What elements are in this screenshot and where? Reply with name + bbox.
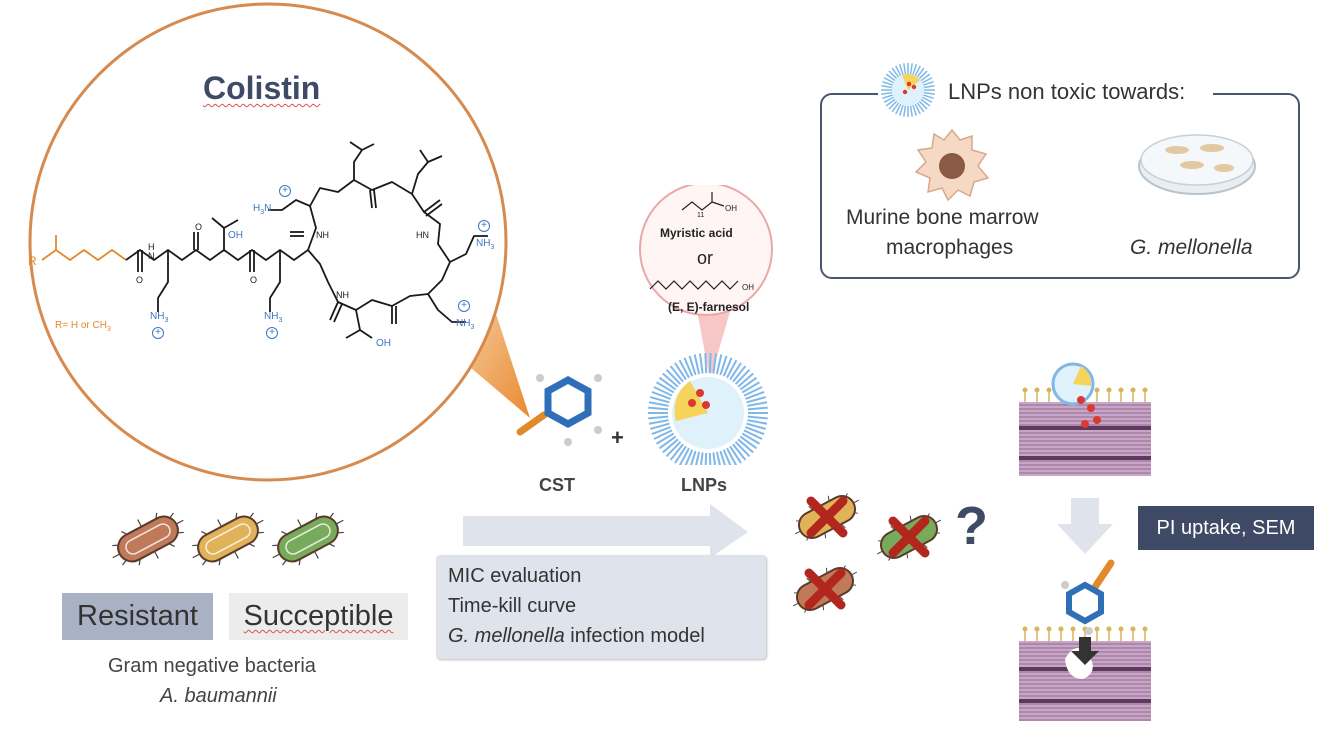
question-mark: ?	[955, 496, 988, 556]
bacterium	[192, 512, 264, 566]
r-note: R= H or CH3	[55, 320, 111, 333]
oh-label-bottom: OH	[376, 338, 391, 349]
colistin-title: Colistin	[203, 70, 321, 106]
farnesol-structure	[649, 280, 739, 290]
toxicity-title-bg	[878, 80, 1213, 110]
susceptible-label-box: Succeptible	[229, 593, 408, 640]
cst-molecule	[516, 374, 602, 446]
n-label-1: N	[148, 251, 155, 261]
nh3-label-1: NH3	[150, 311, 169, 324]
membrane-bottom	[1019, 559, 1151, 721]
r-label: R	[28, 254, 37, 268]
farnesol-label: (E, E)-farnesol	[668, 300, 750, 314]
lnp-small-icon	[881, 63, 935, 117]
susceptible-label: Succeptible	[243, 600, 394, 632]
nh3-label-2: NH3	[264, 311, 283, 324]
nh3-label-4: NH3	[456, 318, 475, 331]
farnesol-oh: OH	[742, 283, 754, 292]
oh-label-top: OH	[228, 230, 243, 241]
h-label-1: H	[148, 242, 155, 252]
down-arrow	[1057, 498, 1113, 554]
plus-charge-2: +	[152, 327, 164, 339]
macrophage-label-2: macrophages	[886, 236, 1014, 259]
evaluation-line-timekill: Time-kill curve	[448, 595, 577, 617]
hn-label-1: HN	[416, 230, 429, 240]
bacteria-group	[112, 512, 344, 566]
toxicity-title: LNPs non toxic towards:	[948, 79, 1186, 104]
killed-bacteria	[792, 493, 942, 613]
nh-label-1: NH	[316, 230, 329, 240]
killed-bacterium	[792, 565, 858, 613]
bacteria-species-label: A. baumannii	[160, 685, 277, 707]
petri-dish-icon	[1138, 134, 1256, 195]
macrophage-icon	[914, 128, 990, 202]
resistant-label: Resistant	[77, 600, 198, 632]
evaluation-line-infection: G. mellonella infection model	[448, 625, 705, 647]
worm-label: G. mellonella	[1130, 236, 1253, 259]
lnp-illustration	[639, 185, 773, 465]
h3n-label: H3N	[253, 203, 272, 216]
nh3-label-3: NH3	[476, 238, 495, 251]
resistant-label-box: Resistant	[62, 593, 213, 640]
o-label-2: O	[195, 222, 203, 232]
nh-label-2: NH	[336, 290, 349, 300]
colistin-structure	[41, 141, 488, 339]
myristic-oh: OH	[725, 204, 737, 213]
cst-plus: +	[611, 425, 624, 450]
or-label: or	[697, 248, 714, 268]
bacterium	[112, 512, 184, 566]
membrane-top	[1019, 362, 1151, 476]
lnps-label: LNPs	[681, 475, 728, 495]
evaluation-box: MIC evaluation Time-kill curve G. mellon…	[436, 555, 766, 659]
plus-charge-5: +	[458, 300, 470, 312]
plus-charge-4: +	[478, 220, 490, 232]
killed-bacterium	[876, 513, 942, 561]
plus-charge-1: +	[279, 185, 291, 197]
macrophage-label-1: Murine bone marrow	[846, 206, 1039, 229]
bacteria-group-label: Gram negative bacteria	[108, 655, 316, 677]
killed-bacterium	[794, 493, 860, 541]
myristic-structure	[681, 192, 725, 211]
myristic-sub: 11	[697, 212, 705, 219]
o-label-1: O	[136, 275, 144, 285]
myristic-label: Myristic acid	[660, 226, 733, 240]
callout-circle	[28, 2, 508, 482]
plus-charge-3: +	[266, 327, 278, 339]
o-label-3: O	[250, 275, 258, 285]
evaluation-line-mic: MIC evaluation	[448, 565, 582, 587]
evaluation-arrow	[463, 504, 748, 558]
cst-label: CST	[539, 475, 575, 495]
pi-uptake-label: PI uptake, SEM	[1156, 516, 1296, 539]
pi-uptake-box: PI uptake, SEM	[1138, 506, 1314, 550]
bacterium	[272, 512, 344, 566]
